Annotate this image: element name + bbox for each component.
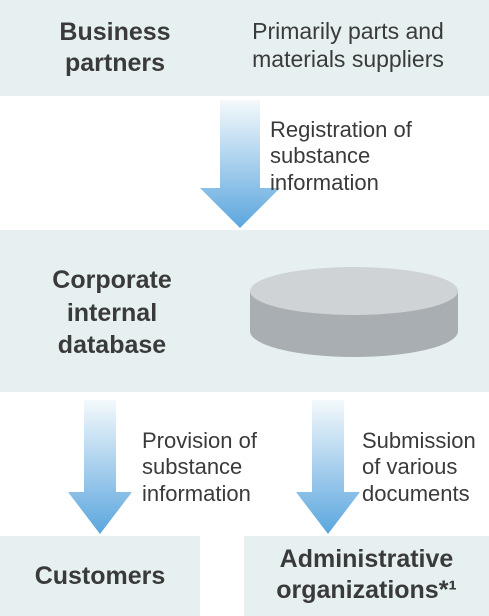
database-cylinder-icon [250, 267, 458, 357]
business-partners-title: Business partners [59, 18, 171, 77]
submission-label: Submission of various documents [362, 428, 476, 506]
customers-box: Customers [0, 536, 200, 616]
corporate-database-box: Corporate internal database [0, 230, 489, 392]
registration-label: Registration of substance information [270, 117, 412, 195]
submission-arrow-icon [296, 400, 360, 534]
administrative-organizations-title: Administrative organizations*¹ [276, 545, 457, 604]
registration-arrow-icon [200, 100, 280, 228]
corporate-database-title: Corporate internal database [52, 266, 172, 359]
suppliers-description: Primarily parts and materials suppliers [252, 18, 444, 72]
provision-arrow-icon [68, 400, 132, 534]
administrative-organizations-box: Administrative organizations*¹ [244, 536, 489, 616]
customers-title: Customers [34, 562, 166, 590]
provision-label: Provision of substance information [142, 428, 257, 506]
business-partners-box: Business partners Primarily parts and ma… [0, 0, 489, 96]
